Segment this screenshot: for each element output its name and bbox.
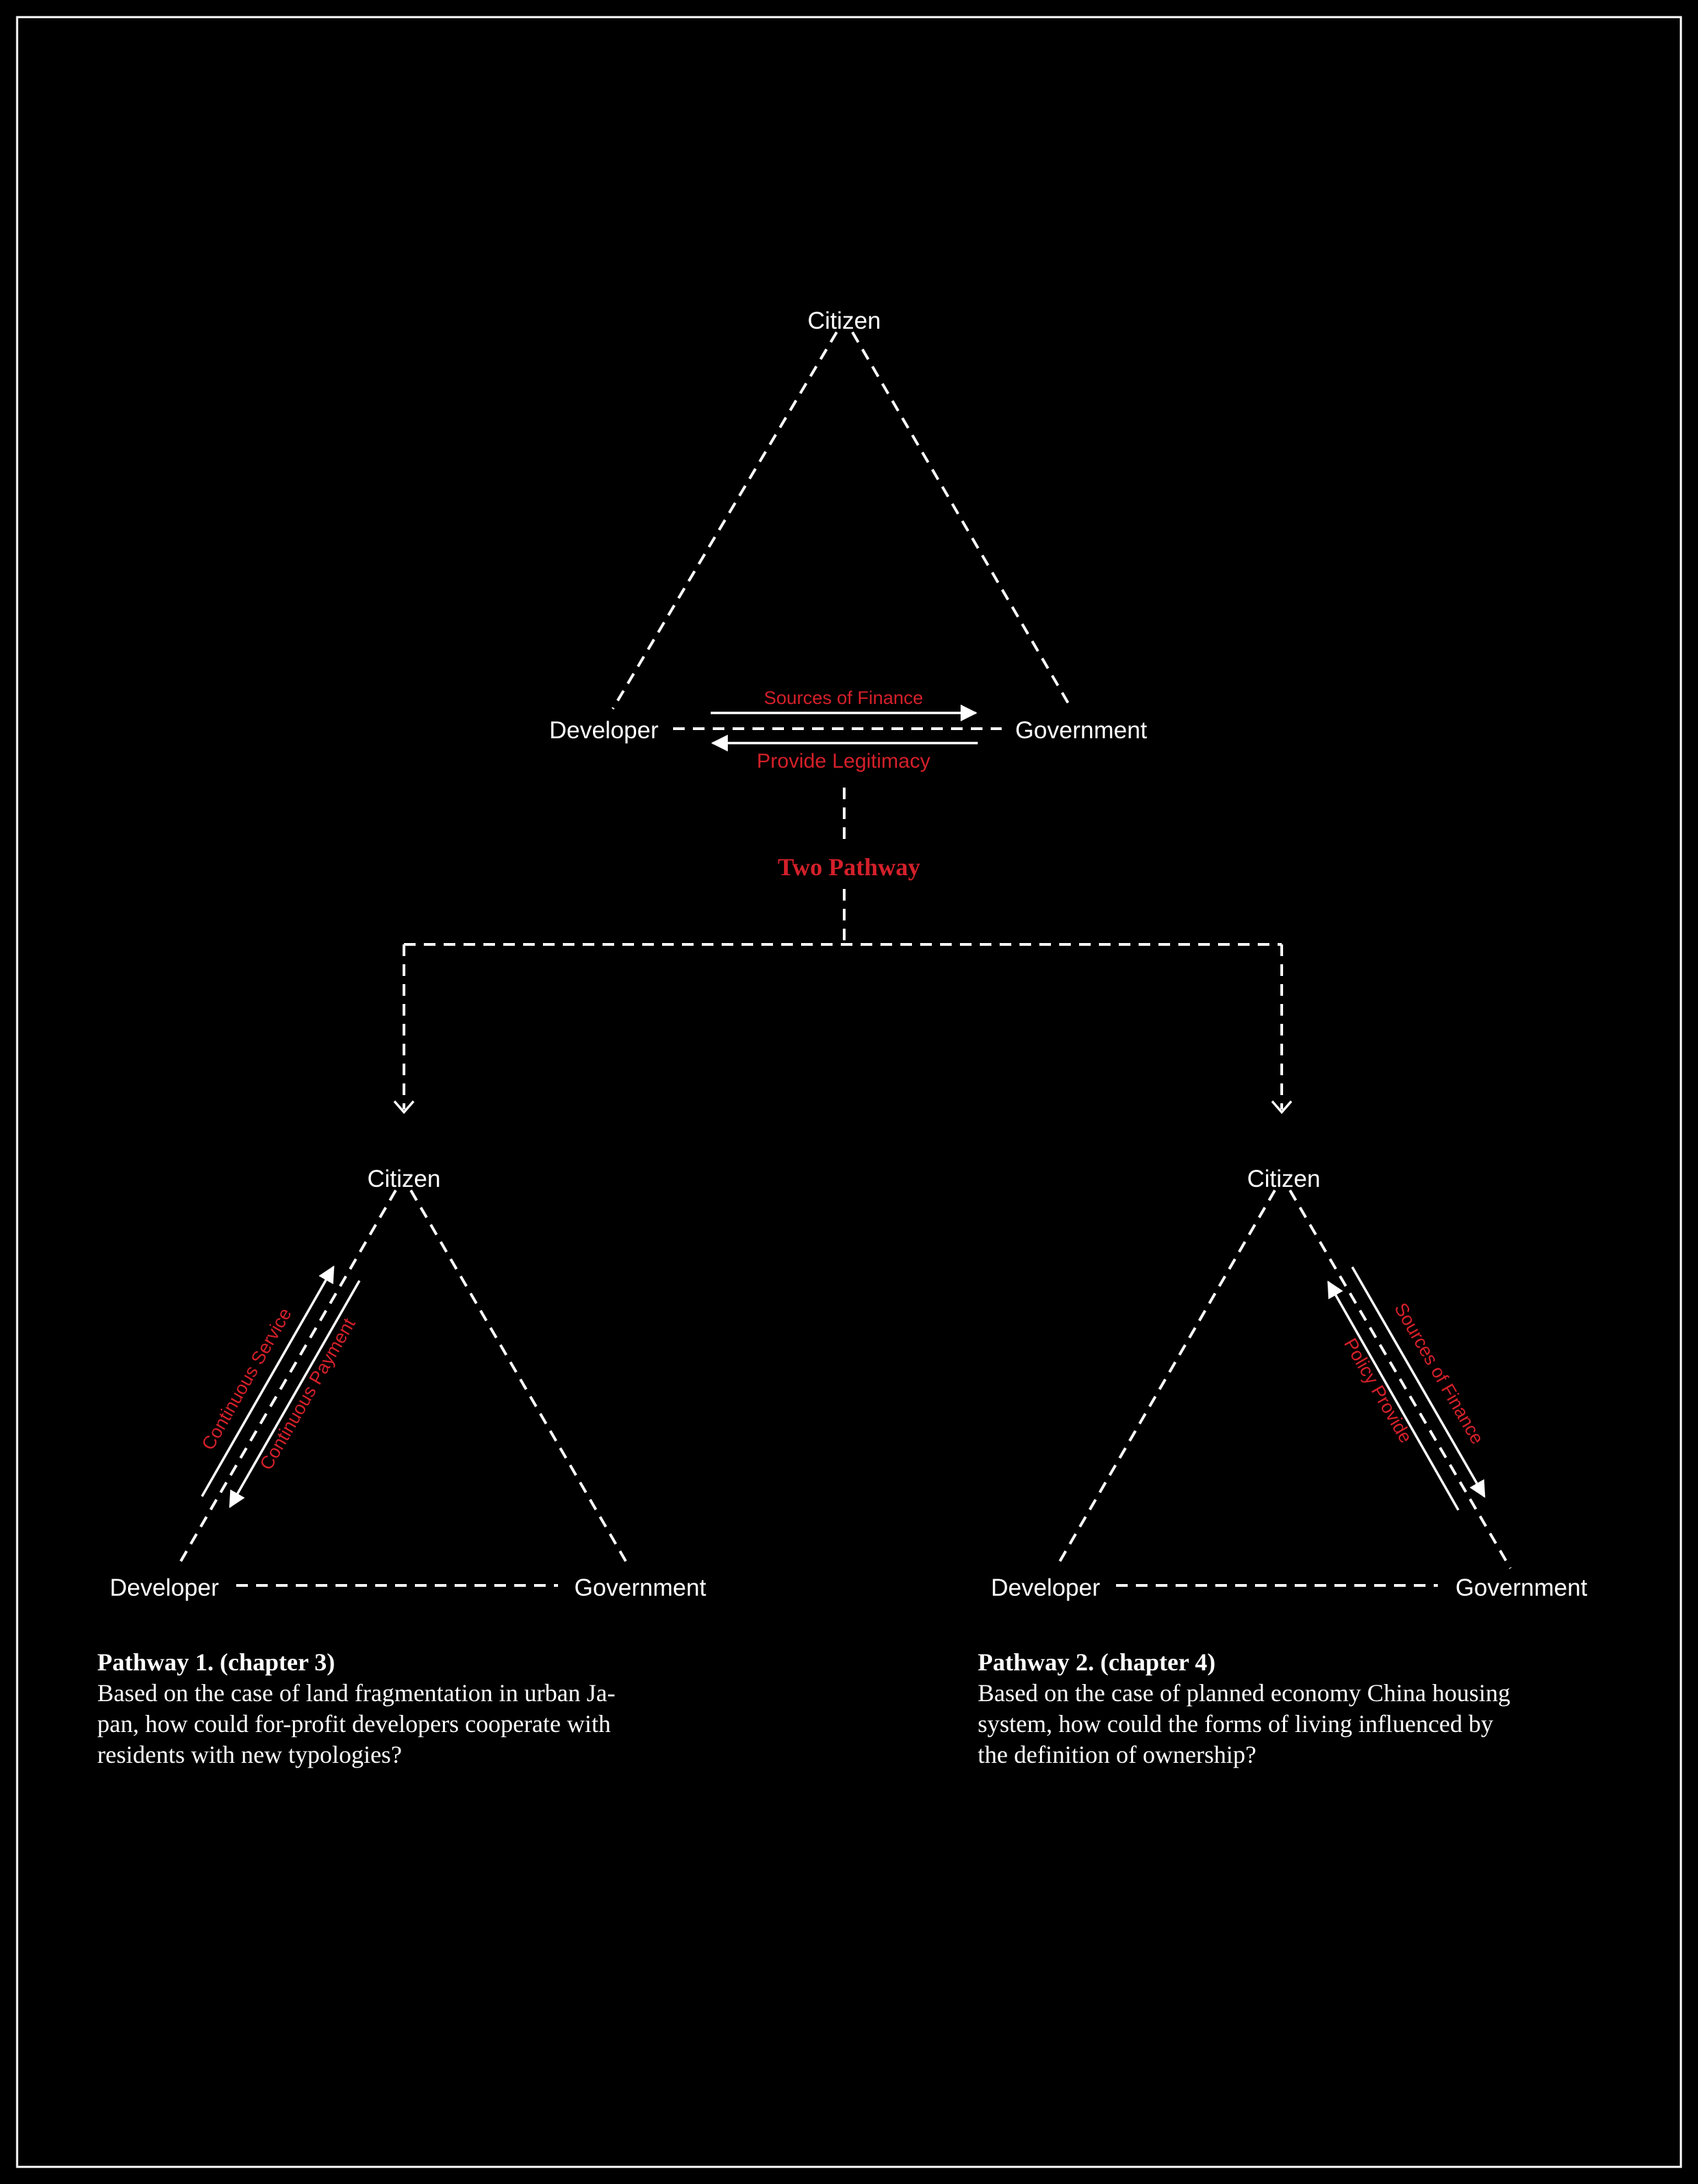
right-policy-provide-label: Policy Provide [1340,1335,1417,1446]
pathway1-body: Based on the case of land fragmentation … [97,1679,616,1768]
left-government-node: Government [574,1574,707,1601]
top-sources-of-finance-label: Sources of Finance [764,688,924,708]
left-edge-citizen-developer [175,1189,397,1570]
two-pathway-label: Two Pathway [778,853,920,881]
right-arrow-policy-provide [1327,1280,1460,1511]
top-government-node: Government [1015,717,1148,744]
connector-right-arrowhead [1271,1100,1293,1114]
top-developer-node: Developer [549,717,659,744]
left-arrow-continuous-service [201,1265,335,1497]
page-border [16,16,1682,2168]
right-developer-node: Developer [991,1574,1100,1601]
left-arrow-continuous-payment [229,1280,361,1509]
top-edge-citizen-developer [611,331,838,710]
pathway1-title: Pathway 1. (chapter 3) [97,1648,335,1676]
top-edge-citizen-government [851,331,1073,710]
left-citizen-node: Citizen [368,1166,441,1192]
pathway2-body: Based on the case of planned economy Chi… [978,1679,1510,1768]
top-provide-legitimacy-label: Provide Legitimacy [757,750,930,773]
right-citizen-node: Citizen [1247,1166,1321,1192]
connector-left-arrowhead [393,1100,415,1114]
pathway2-description: Pathway 2. (chapter 4) Based on the case… [978,1647,1594,1770]
top-citizen-node: Citizen [808,307,881,334]
pathway2-title: Pathway 2. (chapter 4) [978,1648,1216,1676]
left-edge-citizen-government [409,1189,631,1570]
pathway1-description: Pathway 1. (chapter 3) Based on the case… [97,1647,713,1770]
right-arrow-sources-of-finance [1351,1266,1486,1498]
right-government-node: Government [1456,1574,1588,1601]
left-developer-node: Developer [110,1574,219,1601]
right-edge-citizen-developer [1054,1189,1276,1570]
right-edge-citizen-government [1289,1189,1512,1570]
